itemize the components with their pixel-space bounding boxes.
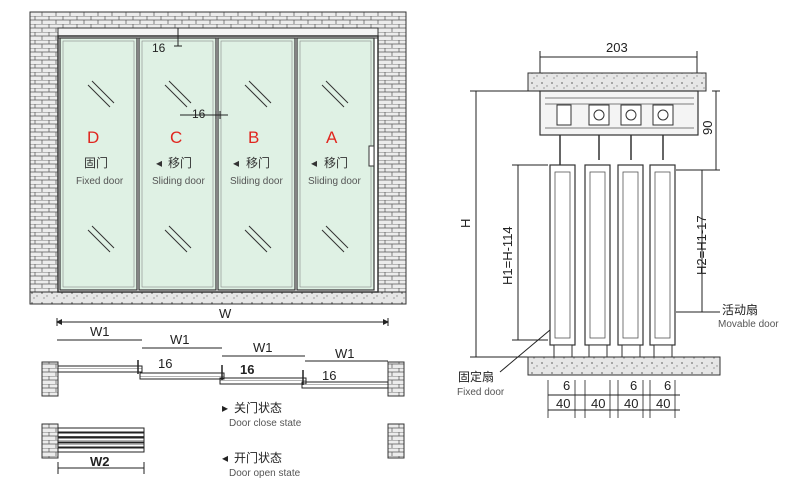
width-label-2: 40 [591,396,605,411]
front-elevation: 16 16 D 固门 Fixed door C ◂ 移门 Sliding doo… [29,11,407,305]
section-height-label: 90 [700,121,715,135]
rollers [556,104,674,126]
floor-slab [29,291,407,305]
h-label: H [458,219,473,228]
panel-b-cn: 移门 [246,155,270,170]
gap-dimension-label: 16 [192,107,206,121]
movable-label-cn: 活动扇 [722,302,758,317]
open-state-en: Door open state [229,468,301,479]
h2-label: H2=H1-17 [694,215,709,275]
panel-a [296,37,375,291]
offset-label-3: 16 [322,368,336,383]
section-floor [527,356,721,376]
panel-c [138,37,217,291]
wall-right [387,361,405,397]
offset-label-2: 16 [240,362,254,377]
panel-d-cn: 固门 [84,155,108,170]
plan-view-open: W2 ◂ 开门状态 Door open state [41,423,405,479]
plan-panel-a [301,381,389,389]
gap-label-2: 6 [630,378,637,393]
gap-label-3: 6 [664,378,671,393]
close-state-arrow: ▸ [222,401,228,415]
panel-a-letter: A [326,128,338,147]
section-panels [549,164,676,346]
ceiling [527,72,707,92]
fixed-label-en: Fixed door [457,387,505,398]
panel-a-cn: 移门 [324,155,348,170]
cross-section: 203 90 H [457,40,779,418]
section-width-label: 203 [606,40,628,55]
plan-panel-b [219,377,307,385]
panel-b-en: Sliding door [230,176,283,187]
width-label-4: 40 [656,396,670,411]
plan-view-closed: W W1 W1 W1 W1 16 16 16 ▸ 关门状态 Door close… [41,306,405,429]
open-state-cn: 开门状态 [234,450,282,465]
w2-label: W2 [90,454,110,469]
door-frame [57,35,379,293]
panel-c-en: Sliding door [152,176,205,187]
bottom-guides [553,344,673,358]
w1-label-2: W1 [170,332,190,347]
offset-label-1: 16 [158,356,172,371]
width-label-1: 40 [556,396,570,411]
movable-label-en: Movable door [718,319,779,330]
panel-d-letter: D [87,128,99,147]
width-label-3: 40 [624,396,638,411]
panel-c-letter: C [170,128,182,147]
top-dimension-label: 16 [152,41,166,55]
gap-label-1: 6 [563,378,570,393]
plan-panel-c [139,372,225,380]
wall-left [41,361,59,397]
plan-panel-d [57,365,143,373]
total-width-label: W [219,306,232,321]
glass-reflection-marks [87,80,349,253]
panel-b-arrow: ◂ [233,156,239,170]
stacked-panels [57,427,145,453]
open-wall-right [387,423,405,459]
w1-label-4: W1 [335,346,355,361]
h1-label: H1=H-114 [500,226,515,285]
open-wall-left [41,423,59,459]
panel-c-cn: 移门 [168,155,192,170]
panel-d [59,37,138,291]
panel-b-letter: B [248,128,259,147]
w1-label-3: W1 [253,340,273,355]
fixed-label-cn: 固定扇 [458,369,494,384]
open-state-arrow: ◂ [222,451,228,465]
panel-a-arrow: ◂ [311,156,317,170]
close-state-en: Door close state [229,418,302,429]
panel-d-en: Fixed door [76,176,124,187]
door-handle [368,145,375,167]
panel-c-arrow: ◂ [156,156,162,170]
close-state-cn: 关门状态 [234,400,282,415]
panel-a-en: Sliding door [308,176,361,187]
panel-b [217,37,296,291]
w1-label-1: W1 [90,324,110,339]
